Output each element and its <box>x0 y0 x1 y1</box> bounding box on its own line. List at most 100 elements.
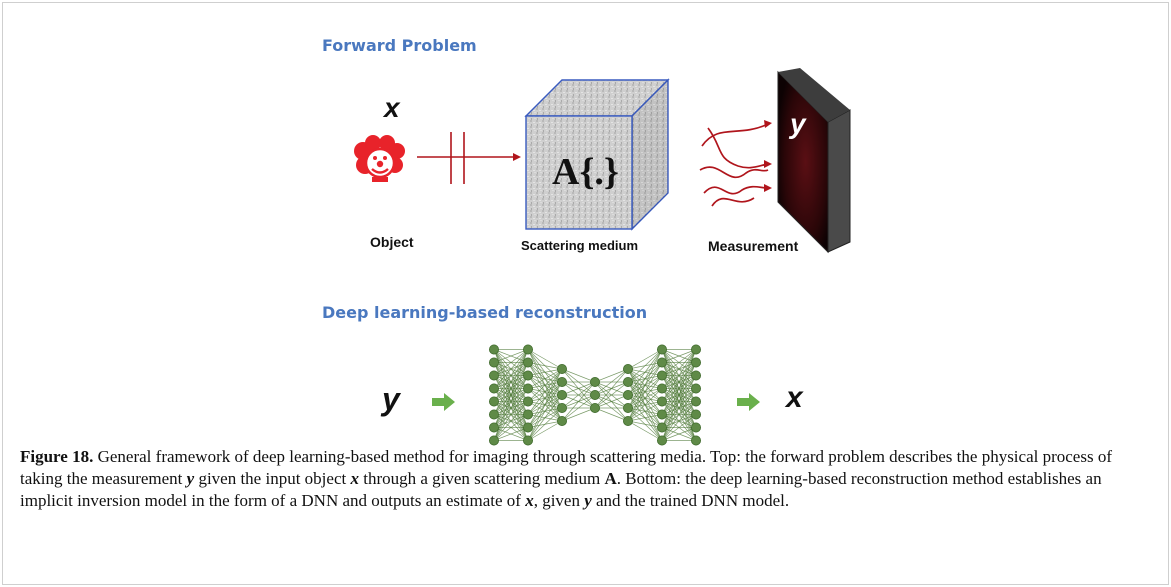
dnn-node-layer-1 <box>488 357 499 368</box>
caption-var-y: y <box>584 491 592 510</box>
dnn-connections <box>493 349 697 441</box>
dnn-node-layer-3 <box>557 390 568 401</box>
caption-text: given the input object <box>194 469 351 488</box>
dnn-node-layer-6 <box>656 409 667 420</box>
dnn-edge <box>493 349 529 402</box>
dnn-node-layer-2 <box>523 396 534 407</box>
dnn-node-layer-5 <box>622 363 633 374</box>
scattered-rays <box>699 120 772 207</box>
dnn-edge <box>627 362 663 422</box>
dnn-node-layer-1 <box>488 435 499 446</box>
dnn-edge <box>527 394 563 441</box>
figure-number: Figure 18. <box>20 447 94 466</box>
dnn-edge <box>627 375 663 422</box>
output-x-symbol: x <box>786 381 803 414</box>
figure-caption: Figure 18. General framework of deep lea… <box>20 446 1155 512</box>
dnn-edge <box>493 349 529 389</box>
caption-text: General framework of deep learning-based… <box>20 447 1112 488</box>
dnn-edge <box>493 427 529 441</box>
dnn-edge <box>594 381 629 409</box>
dnn-edge <box>561 407 596 422</box>
dnn-edge <box>594 368 629 383</box>
dnn-edge <box>493 349 529 441</box>
dnn-edge <box>661 349 697 363</box>
dnn-node-layer-7 <box>690 344 701 355</box>
scattering-medium-cube <box>524 78 670 231</box>
dnn-node-layer-5 <box>622 377 633 388</box>
dnn-node-layer-1 <box>488 396 499 407</box>
input-y-symbol: y <box>382 381 400 417</box>
dnn-edge <box>527 420 563 441</box>
caption-var-y: y <box>186 469 195 488</box>
dnn-node-layer-7 <box>690 357 701 368</box>
dnn-node-layer-7 <box>690 435 701 446</box>
dnn-node-layer-4 <box>590 403 601 414</box>
dnn-node-layer-5 <box>622 390 633 401</box>
dnn-node-layer-1 <box>488 409 499 420</box>
dnn-edge <box>661 349 697 402</box>
dnn-node-layer-2 <box>523 344 534 355</box>
dnn-edge <box>627 388 663 422</box>
measurement-screen <box>777 68 851 254</box>
dnn-edge <box>661 375 697 441</box>
dnn-edge <box>661 349 697 376</box>
dnn-edge <box>627 349 663 409</box>
dnn-edge <box>527 362 563 370</box>
dnn-node-layer-6 <box>656 344 667 355</box>
dnn-edge <box>661 388 697 441</box>
dnn-node-layer-2 <box>523 409 534 420</box>
dnn-node-layer-1 <box>488 344 499 355</box>
dnn-edge <box>661 414 697 441</box>
dnn-edge <box>527 368 563 376</box>
dnn-edge <box>627 349 663 396</box>
dnn-edge <box>527 368 563 441</box>
dnn-edge <box>527 368 563 428</box>
dnn-edge <box>594 394 629 409</box>
dnn-edge <box>527 407 563 441</box>
caption-var-a: A <box>604 469 617 488</box>
dnn-node-layer-7 <box>690 409 701 420</box>
caption-var-x: x <box>350 469 359 488</box>
caption-var-x: x <box>525 491 534 510</box>
input-arrow <box>432 393 455 411</box>
dnn-node-layer-4 <box>590 390 601 401</box>
dnn-edge <box>661 349 697 389</box>
dnn-edge <box>661 362 697 441</box>
dnn-edge <box>627 349 663 370</box>
clown-object-icon <box>354 135 405 182</box>
dnn-node-layer-4 <box>590 377 601 388</box>
measurement-y-symbol: y <box>790 108 806 139</box>
dnn-edge <box>527 381 563 441</box>
caption-text: and the trained DNN model. <box>591 491 790 510</box>
dnn-node-layer-3 <box>557 403 568 414</box>
dnn-node-layer-6 <box>656 383 667 394</box>
dnn-node-layer-7 <box>690 396 701 407</box>
dnn-node-layer-2 <box>523 383 534 394</box>
dnn-node-layer-2 <box>523 370 534 381</box>
dnn-edge <box>527 368 563 415</box>
dnn-edge <box>561 381 596 409</box>
dnn-node-layer-1 <box>488 370 499 381</box>
dnn-edge <box>493 349 529 428</box>
output-arrow <box>737 393 760 411</box>
dnn-node-layer-3 <box>557 363 568 374</box>
dnn-edge <box>493 388 529 441</box>
dnn-edge <box>493 414 529 441</box>
dnn-edge <box>527 349 563 370</box>
dnn-network-diagram <box>488 344 701 446</box>
dnn-edge <box>493 349 529 376</box>
dnn-edge <box>561 381 596 422</box>
dnn-node-layer-7 <box>690 370 701 381</box>
dnn-edge <box>627 349 663 383</box>
caption-text: . Bottom: the deep learning-based recons… <box>20 469 1102 510</box>
caption-text: through a given scattering medium <box>358 469 605 488</box>
dnn-edge <box>661 349 697 415</box>
scattering-medium-label: Scattering medium <box>521 238 639 253</box>
reconstruction-title: Deep learning-based reconstruction <box>322 303 648 322</box>
caption-text: , given <box>533 491 585 510</box>
dnn-node-layer-6 <box>656 435 667 446</box>
dnn-node-layer-7 <box>690 383 701 394</box>
dnn-node-layer-2 <box>523 435 534 446</box>
dnn-node-layer-5 <box>622 416 633 427</box>
dnn-edge <box>594 407 629 422</box>
